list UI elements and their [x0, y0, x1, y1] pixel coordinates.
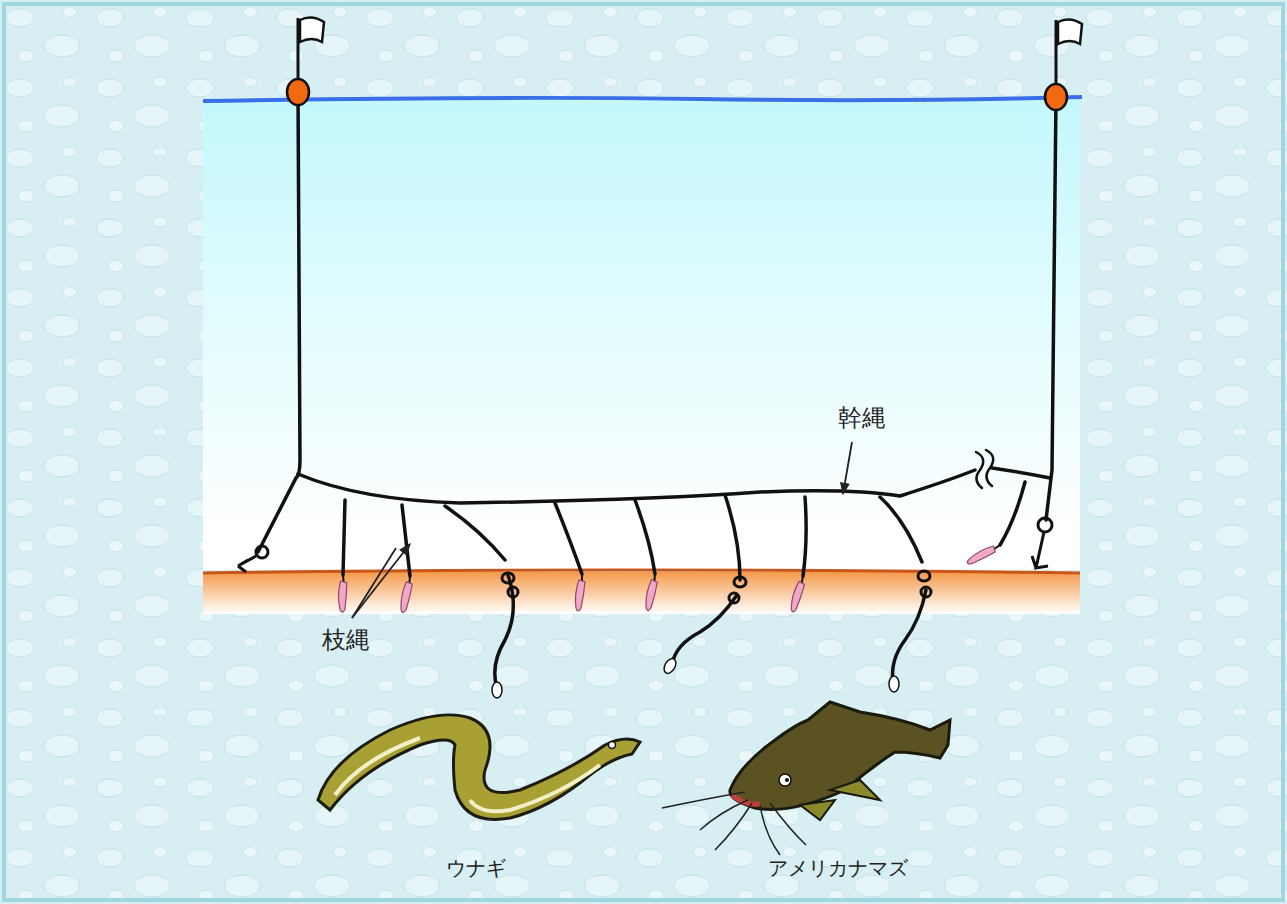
hooked-line	[495, 575, 514, 688]
water	[203, 99, 1080, 535]
longline-gear	[258, 92, 1056, 688]
water-surface	[203, 97, 1082, 101]
baited-hook	[336, 575, 349, 613]
eel-label: ウナギ	[446, 857, 506, 879]
break-mark	[976, 450, 993, 488]
hooked-line	[893, 590, 927, 682]
hooked-line	[672, 595, 737, 665]
baited-hook	[645, 573, 658, 611]
lake-bed-line	[203, 570, 1080, 573]
branch-line-label: 枝縄	[322, 627, 370, 653]
eel-illustration	[318, 715, 640, 820]
float-line	[1046, 97, 1056, 520]
baited-hook	[966, 540, 1002, 569]
water-bottom	[203, 535, 1080, 570]
baited-hook	[575, 574, 585, 611]
leader-line	[352, 442, 852, 618]
frame	[4, 4, 1283, 900]
anchor	[238, 518, 1052, 572]
float	[287, 17, 1082, 110]
knots	[492, 571, 931, 698]
catfish-illustration	[662, 702, 950, 855]
float-line	[258, 92, 300, 552]
baited-hooks	[336, 540, 1001, 614]
main-line	[992, 468, 1050, 478]
lake-bed	[203, 572, 1080, 614]
baited-hook	[790, 575, 806, 613]
main-line	[298, 470, 975, 503]
main-line-label: 幹縄	[838, 405, 886, 431]
baited-hook	[400, 575, 413, 613]
catfish-label: アメリカナマズ	[768, 857, 908, 879]
